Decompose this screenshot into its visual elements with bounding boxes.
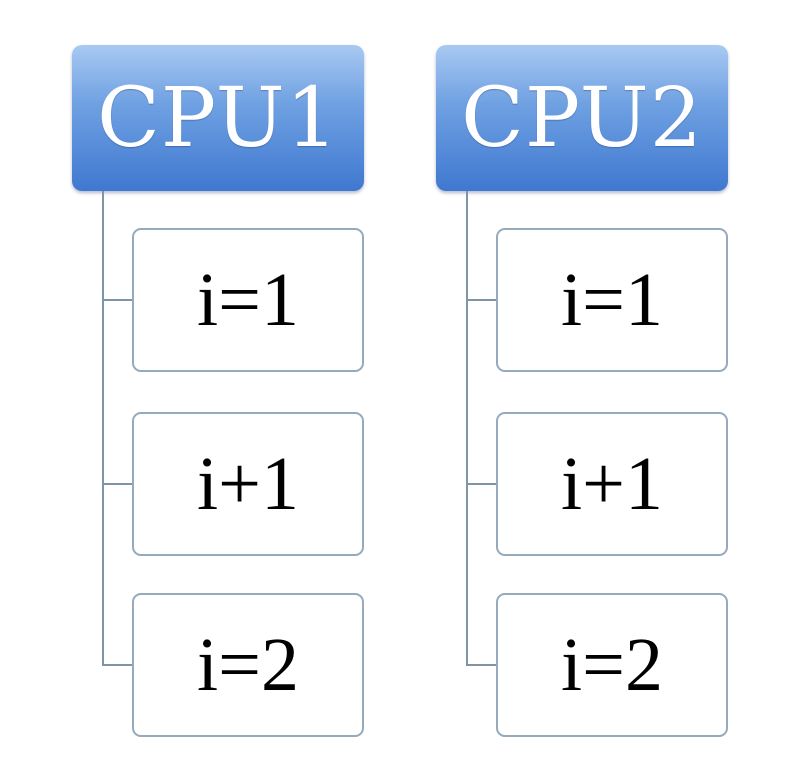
cpu2-connector-branch-3	[466, 664, 496, 666]
cpu2-step-1-box: i=1	[496, 228, 728, 372]
cpu2-column: CPU2 i=1 i+1 i=2	[436, 0, 736, 774]
cpu2-connector-branch-2	[466, 483, 496, 485]
cpu1-connector-stem	[102, 191, 104, 665]
cpu1-connector-branch-1	[102, 299, 132, 301]
cpu2-step-3-box: i=2	[496, 593, 728, 737]
cpu2-connector-branch-1	[466, 299, 496, 301]
cpu1-connector-branch-2	[102, 483, 132, 485]
cpu1-column: CPU1 i=1 i+1 i=2	[72, 0, 372, 774]
cpu2-connector-stem	[466, 191, 468, 665]
cpu1-step-3-box: i=2	[132, 593, 364, 737]
cpu1-step-1-box: i=1	[132, 228, 364, 372]
cpu2-header: CPU2	[436, 45, 728, 191]
cpu1-connector-branch-3	[102, 664, 132, 666]
cpu1-step-2-box: i+1	[132, 412, 364, 556]
cpu1-header: CPU1	[72, 45, 364, 191]
cpu2-step-2-box: i+1	[496, 412, 728, 556]
